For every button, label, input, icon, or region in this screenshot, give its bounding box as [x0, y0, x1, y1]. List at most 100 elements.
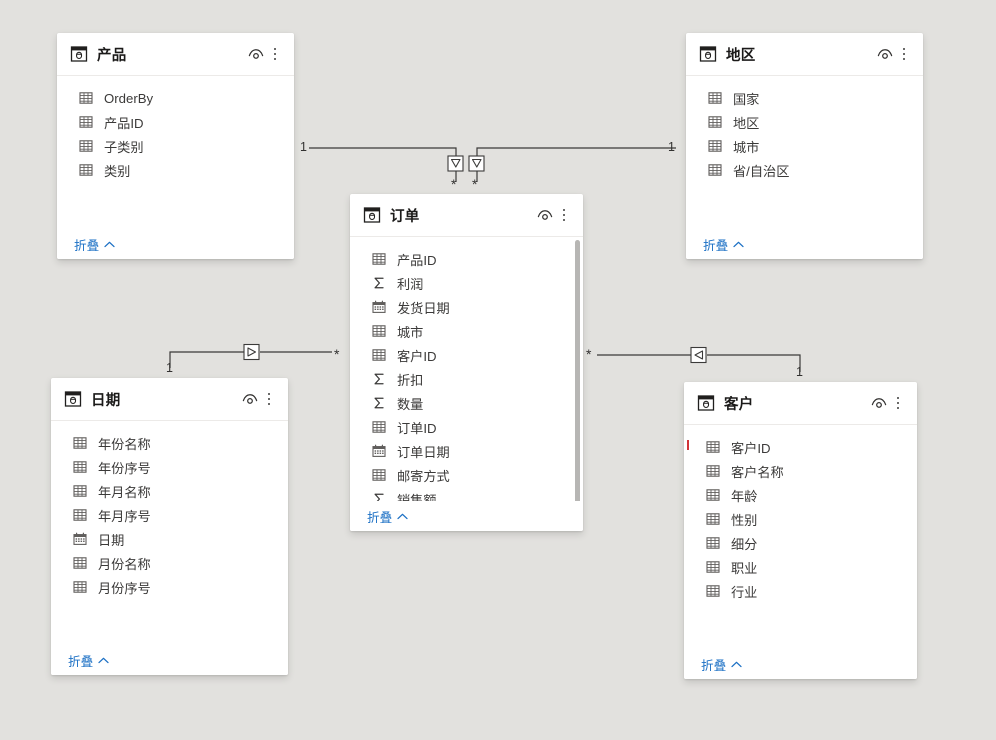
chevron-up-icon — [731, 661, 742, 667]
field-marker — [687, 440, 689, 450]
table-header[interactable]: 日期 — [51, 378, 288, 421]
cardinality-orders-from-region: * — [472, 176, 478, 192]
field-row[interactable]: 销售额 — [350, 487, 583, 501]
field-list: 年份名称 年份序号 年月名称 年月序号 — [51, 431, 288, 599]
field-list: 客户ID 客户名称 年龄 性别 — [684, 435, 917, 603]
table-header[interactable]: 订单 — [350, 194, 583, 237]
field-label: 产品ID — [104, 115, 144, 131]
more-options-icon[interactable] — [557, 205, 571, 225]
table-card-customer[interactable]: 客户 客户ID 客户名称 — [684, 382, 917, 679]
field-row[interactable]: 客户ID — [684, 435, 917, 459]
field-label: 客户ID — [731, 440, 771, 456]
more-options-icon[interactable] — [268, 44, 282, 64]
more-options-icon[interactable] — [891, 393, 905, 413]
field-row[interactable]: 订单日期 — [350, 439, 583, 463]
relationship-date-orders[interactable] — [169, 343, 332, 369]
collapse-button[interactable]: 折叠 — [703, 235, 744, 254]
hide-eye-icon[interactable] — [240, 389, 260, 409]
field-row[interactable]: 折扣 — [350, 367, 583, 391]
field-row[interactable]: 子类别 — [57, 134, 294, 158]
hide-eye-icon[interactable] — [875, 44, 895, 64]
table-card-product[interactable]: 产品 OrderBy 产品ID — [57, 33, 294, 259]
field-list-container[interactable]: 国家 地区 城市 省/自治区 — [686, 76, 923, 229]
field-row[interactable]: 性别 — [684, 507, 917, 531]
field-row[interactable]: 城市 — [350, 319, 583, 343]
field-row[interactable]: 订单ID — [350, 415, 583, 439]
table-card-icon — [363, 207, 381, 223]
table-card-orders[interactable]: 订单 产品ID 利润 — [350, 194, 583, 531]
field-label: 城市 — [733, 139, 760, 155]
field-list: 产品ID 利润 发货日期 — [350, 247, 583, 501]
collapse-button[interactable]: 折叠 — [68, 651, 109, 670]
vertical-scrollbar[interactable] — [575, 240, 580, 501]
table-header[interactable]: 客户 — [684, 382, 917, 425]
field-row[interactable]: 年月名称 — [51, 479, 288, 503]
hide-eye-icon[interactable] — [246, 44, 266, 64]
hide-eye-icon[interactable] — [869, 393, 889, 413]
field-row[interactable]: 日期 — [51, 527, 288, 551]
field-row[interactable]: 城市 — [686, 134, 923, 158]
cardinality-orders-from-customer: * — [586, 346, 592, 362]
field-label: 年月名称 — [98, 484, 151, 500]
field-label: 省/自治区 — [733, 163, 790, 179]
field-row[interactable]: 细分 — [684, 531, 917, 555]
relationship-product-orders[interactable] — [309, 147, 464, 182]
field-row[interactable]: 省/自治区 — [686, 158, 923, 182]
column-icon — [372, 253, 386, 265]
hide-eye-icon[interactable] — [535, 205, 555, 225]
field-row[interactable]: 产品ID — [57, 110, 294, 134]
column-icon — [708, 140, 722, 152]
collapse-button[interactable]: 折叠 — [74, 235, 115, 254]
field-row[interactable]: 产品ID — [350, 247, 583, 271]
table-title: 产品 — [97, 47, 127, 64]
field-row[interactable]: 月份序号 — [51, 575, 288, 599]
field-row[interactable]: 发货日期 — [350, 295, 583, 319]
column-icon — [73, 581, 87, 593]
relationship-region-orders[interactable] — [468, 147, 676, 182]
date-calendar-icon — [372, 444, 386, 457]
collapse-button[interactable]: 折叠 — [367, 507, 408, 526]
table-footer: 折叠 — [51, 645, 288, 675]
field-row[interactable]: 职业 — [684, 555, 917, 579]
field-label: 客户名称 — [731, 464, 784, 480]
collapse-label: 折叠 — [703, 238, 729, 253]
more-options-icon[interactable] — [262, 389, 276, 409]
table-card-region[interactable]: 地区 国家 地区 — [686, 33, 923, 259]
field-row[interactable]: 客户名称 — [684, 459, 917, 483]
table-header[interactable]: 产品 — [57, 33, 294, 76]
field-row[interactable]: 类别 — [57, 158, 294, 182]
field-label: 年份序号 — [98, 460, 151, 476]
field-list-container[interactable]: 年份名称 年份序号 年月名称 年月序号 — [51, 421, 288, 645]
field-row[interactable]: 年龄 — [684, 483, 917, 507]
field-row[interactable]: OrderBy — [57, 86, 294, 110]
table-card-date[interactable]: 日期 年份名称 年份序号 — [51, 378, 288, 675]
field-row[interactable]: 行业 — [684, 579, 917, 603]
field-list-container[interactable]: 产品ID 利润 发货日期 — [350, 237, 583, 501]
measure-sum-icon — [374, 277, 384, 289]
table-header[interactable]: 地区 — [686, 33, 923, 76]
field-row[interactable]: 国家 — [686, 86, 923, 110]
field-row[interactable]: 利润 — [350, 271, 583, 295]
column-icon — [372, 325, 386, 337]
column-icon — [79, 116, 93, 128]
field-row[interactable]: 年份名称 — [51, 431, 288, 455]
more-options-icon[interactable] — [897, 44, 911, 64]
field-row[interactable]: 年份序号 — [51, 455, 288, 479]
collapse-label: 折叠 — [74, 238, 100, 253]
relationship-customer-orders[interactable] — [597, 346, 801, 373]
field-row[interactable]: 邮寄方式 — [350, 463, 583, 487]
field-row[interactable]: 数量 — [350, 391, 583, 415]
table-title: 客户 — [724, 396, 754, 413]
field-list-container[interactable]: OrderBy 产品ID 子类别 类别 — [57, 76, 294, 229]
measure-sum-icon — [374, 493, 384, 501]
cardinality-customer-side: 1 — [796, 365, 803, 379]
field-list-container[interactable]: 客户ID 客户名称 年龄 性别 — [684, 425, 917, 649]
field-row[interactable]: 年月序号 — [51, 503, 288, 527]
field-row[interactable]: 地区 — [686, 110, 923, 134]
column-icon — [706, 537, 720, 549]
field-label: 订单日期 — [397, 444, 450, 460]
collapse-button[interactable]: 折叠 — [701, 655, 742, 674]
field-row[interactable]: 月份名称 — [51, 551, 288, 575]
field-row[interactable]: 客户ID — [350, 343, 583, 367]
